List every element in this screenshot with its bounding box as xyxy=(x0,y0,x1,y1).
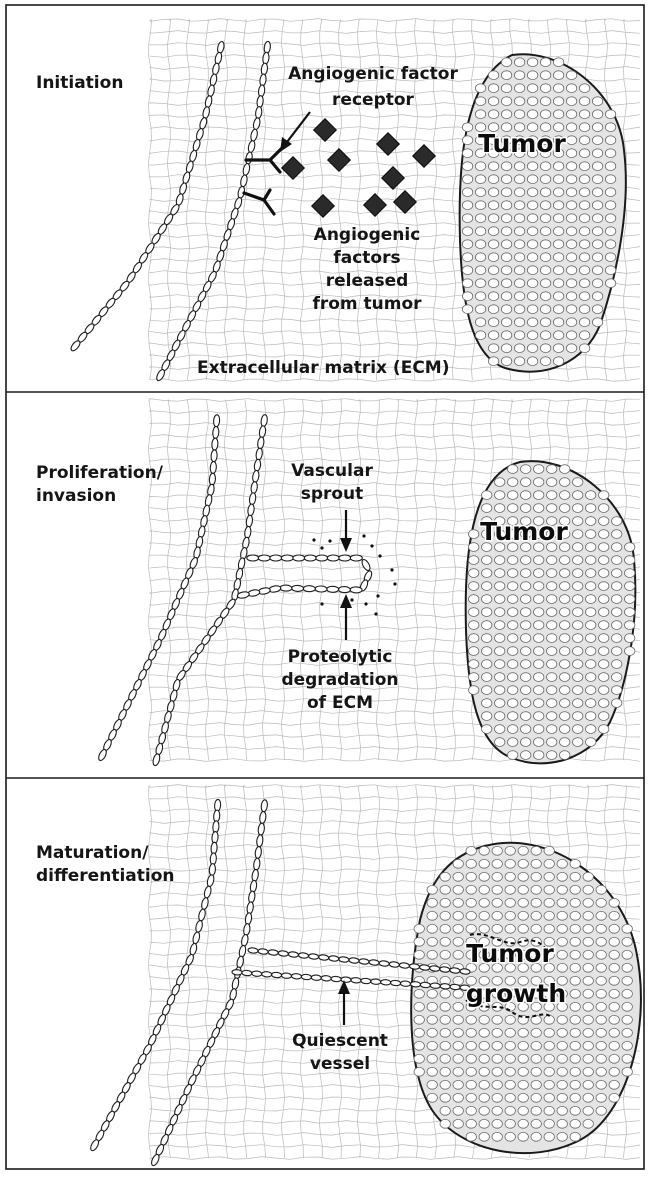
angiogenic-factor-diamond xyxy=(394,191,417,214)
angiogenic-factor-diamond xyxy=(314,119,337,142)
ecm-label: Extracellular matrix (ECM) xyxy=(197,358,449,378)
panel-title-initiation: Initiation xyxy=(36,73,123,93)
vascular-sprout xyxy=(237,555,373,599)
tumor-mass xyxy=(466,461,636,763)
tumor-mass xyxy=(460,54,626,371)
panel-title-proliferation: Proliferation/invasion xyxy=(36,463,164,506)
tumor-label: Tumor xyxy=(478,129,566,158)
angiogenic-factor-diamond xyxy=(312,195,335,218)
panel-title-maturation: Maturation/differentiation xyxy=(36,843,174,886)
tumor-label: Tumor xyxy=(480,517,568,546)
angiogenic-factor-diamond xyxy=(382,167,405,190)
receptor-arrow xyxy=(280,112,310,152)
receptor-y-shape xyxy=(244,190,274,214)
